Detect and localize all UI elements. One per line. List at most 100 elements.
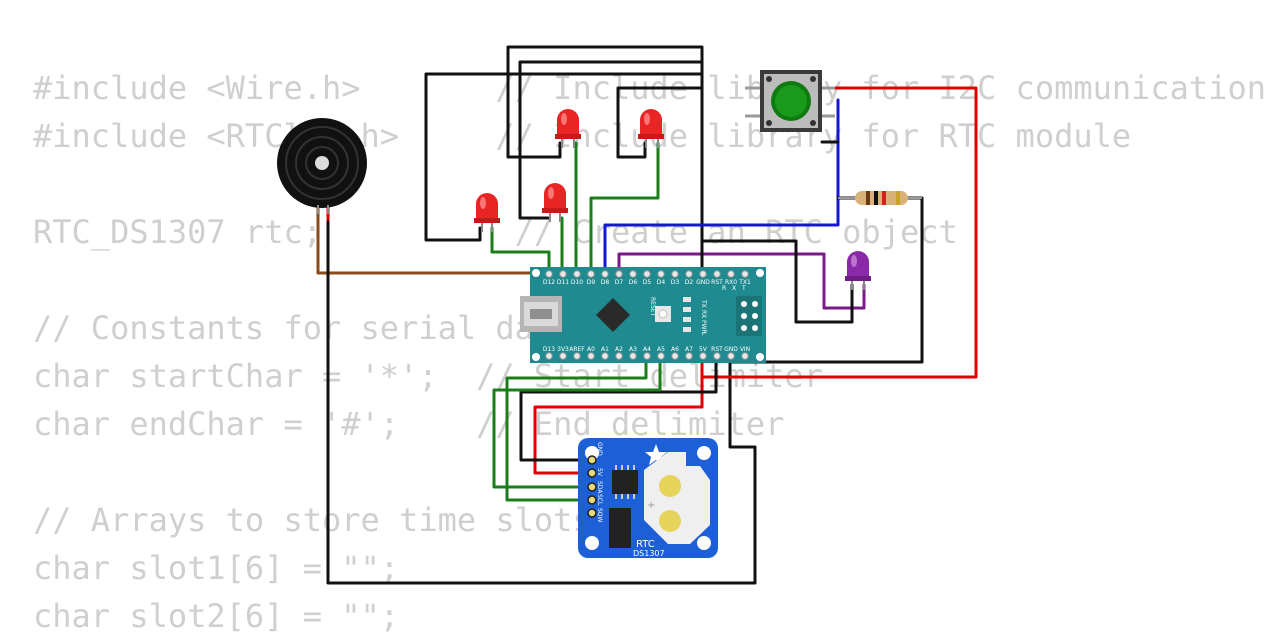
arduino-top-pin[interactable] <box>629 270 637 278</box>
arduino-bottom-pin[interactable] <box>629 352 637 360</box>
led-icon <box>474 193 500 232</box>
arduino-bottom-pin[interactable] <box>643 352 651 360</box>
arduino-bottom-pin-label: A5 <box>657 346 665 353</box>
rtc-module[interactable]: GND 5V SDA SCL SQW + RTC DS1307 <box>578 438 718 558</box>
rtc-mount-hole <box>585 536 599 550</box>
led-purple[interactable] <box>845 251 871 290</box>
arduino-top-pin[interactable] <box>741 270 749 278</box>
arduino-top-pin[interactable] <box>713 270 721 278</box>
led-icon <box>542 183 568 222</box>
arduino-top-pin-label: D4 <box>657 279 666 286</box>
code-line-4: RTC_DS1307 rtc; // Create an RTC object <box>33 213 958 251</box>
arduino-top-pin[interactable] <box>699 270 707 278</box>
code-line-8: char endChar = '#'; // End delimiter <box>33 405 785 443</box>
usb-port[interactable] <box>520 296 562 332</box>
pushbutton[interactable] <box>745 70 835 132</box>
onboard-led-tx <box>683 297 691 302</box>
arduino-top-pin[interactable] <box>601 270 609 278</box>
led-label-rx: RX <box>700 310 707 318</box>
arduino-top-pin-label: D10 <box>571 279 583 286</box>
arduino-bottom-pin[interactable] <box>559 352 567 360</box>
svg-text:+: + <box>647 500 655 511</box>
arduino-bottom-pin-label: A3 <box>629 346 637 353</box>
arduino-bottom-pin[interactable] <box>671 352 679 360</box>
arduino-bottom-pin[interactable] <box>699 352 707 360</box>
onboard-led-l <box>683 327 691 332</box>
rtc-mount-hole <box>697 536 711 550</box>
arduino-bottom-pin[interactable] <box>615 352 623 360</box>
arduino-top-pin-label: D6 <box>629 279 638 286</box>
reset-button[interactable] <box>655 306 671 322</box>
led-icon <box>555 109 581 148</box>
mount-hole <box>756 269 764 277</box>
rtc-pin-label-5v: 5V <box>596 468 603 477</box>
arduino-bottom-pin[interactable] <box>713 352 721 360</box>
code-line-10: // Arrays to store time slots <box>33 501 592 539</box>
arduino-top-pin[interactable] <box>559 270 567 278</box>
arduino-top-pin[interactable] <box>587 270 595 278</box>
rtc-pin-scl[interactable] <box>587 495 597 505</box>
led-icon <box>638 109 664 148</box>
arduino-bottom-pin-label: 5V <box>699 346 708 353</box>
code-line-12: char slot2[6] = ""; <box>33 597 400 635</box>
rtc-title: RTC <box>636 539 655 550</box>
arduino-top-pin-label: D8 <box>601 279 610 286</box>
arduino-top-pin-label: D2 <box>685 279 694 286</box>
arduino-top-pin[interactable] <box>657 270 665 278</box>
rtc-pin-sda[interactable] <box>587 482 597 492</box>
arduino-bottom-pin[interactable] <box>545 352 553 360</box>
arduino-bottom-pin[interactable] <box>587 352 595 360</box>
buzzer[interactable] <box>277 118 367 214</box>
rtc-pin-label-gnd: GND <box>596 442 603 456</box>
battery-holder: + <box>644 452 710 544</box>
arduino-top-pin[interactable] <box>727 270 735 278</box>
arduino-top-pin[interactable] <box>643 270 651 278</box>
arduino-bottom-pin[interactable] <box>601 352 609 360</box>
rtc-mount-hole <box>697 446 711 460</box>
wire-black-purple-led <box>700 239 854 324</box>
arduino-top-pin-label: D11 <box>557 279 569 286</box>
arduino-bottom-pin-label: D13 <box>543 346 555 353</box>
led-red-1[interactable] <box>474 193 500 232</box>
arduino-top-pin-label: D7 <box>615 279 624 286</box>
buzzer-icon <box>277 118 367 208</box>
arduino-top-pin-label: D3 <box>671 279 680 286</box>
wires <box>316 45 978 585</box>
arduino-bottom-pin-label: A6 <box>671 346 679 353</box>
arduino-bottom-pin-label: AREF <box>569 346 585 353</box>
arduino-bottom-pin[interactable] <box>657 352 665 360</box>
arduino-top-pin[interactable] <box>545 270 553 278</box>
code-line-11: char slot1[6] = ""; <box>33 549 400 587</box>
led-label-pwr: PWR <box>700 320 707 334</box>
arduino-top-pin[interactable] <box>573 270 581 278</box>
wire-purple-led <box>617 252 866 310</box>
ds1307-chip <box>612 465 638 499</box>
arduino-top-pin[interactable] <box>671 270 679 278</box>
wire-blue-button <box>603 98 840 275</box>
arduino-bottom-pin-label: A1 <box>601 346 609 353</box>
arduino-bottom-pin-label: A4 <box>643 346 651 353</box>
reset-label: RESET <box>649 297 656 317</box>
resistor[interactable] <box>838 191 922 205</box>
led-red-3[interactable] <box>555 109 581 148</box>
arduino-top-pin-label: D9 <box>587 279 596 286</box>
arduino-top-pin[interactable] <box>685 270 693 278</box>
arduino-bottom-pin[interactable] <box>727 352 735 360</box>
rtc-pin-5v[interactable] <box>587 468 597 478</box>
wire-black-rtc-gnd <box>519 352 718 462</box>
rtc-pin-gnd[interactable] <box>587 455 597 465</box>
arduino-top-pin-label: GND <box>696 279 710 286</box>
pushbutton-icon <box>745 70 835 132</box>
rtc-pin-sqw[interactable] <box>587 508 597 518</box>
arduino-bottom-pin[interactable] <box>573 352 581 360</box>
arduino-bottom-pin[interactable] <box>741 352 749 360</box>
wire-brown-buzzer <box>316 203 537 275</box>
arduino-top-pin[interactable] <box>615 270 623 278</box>
led-red-2[interactable] <box>542 183 568 222</box>
arduino-bottom-pin[interactable] <box>685 352 693 360</box>
icsp-label-x: X <box>732 285 736 292</box>
led-red-4[interactable] <box>638 109 664 148</box>
